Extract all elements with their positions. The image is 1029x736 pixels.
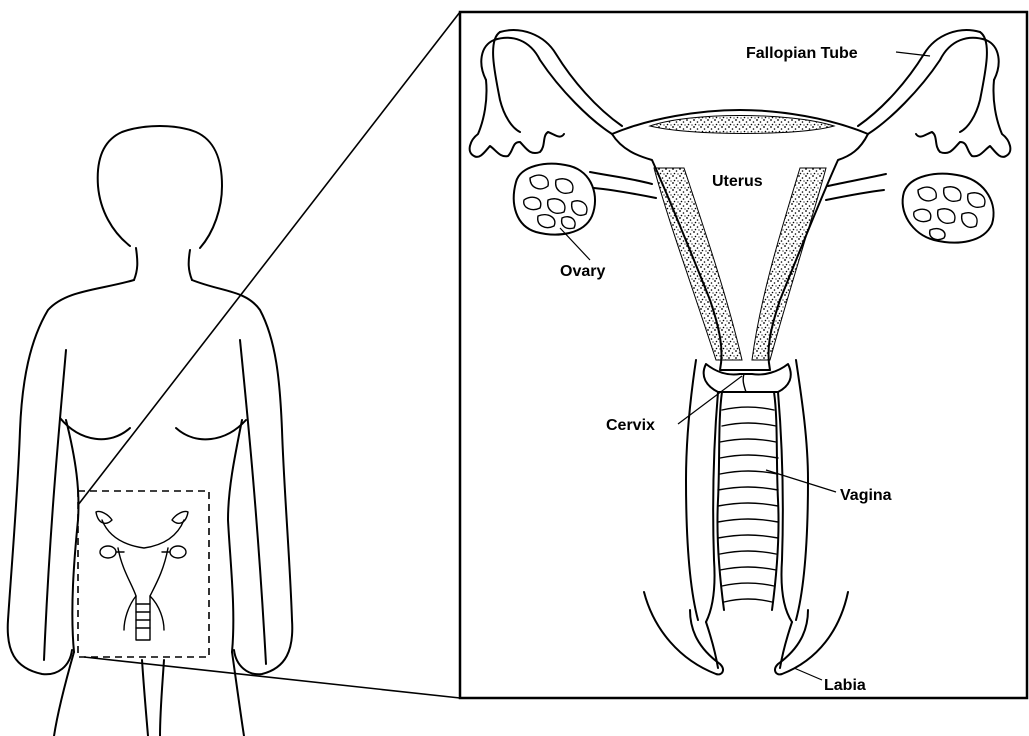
fallopian-tube-label: Fallopian Tube [746,45,858,62]
left-ovary [514,164,595,235]
zoom-connector-bottom [84,657,460,698]
cervix-label: Cervix [606,417,655,434]
uterus-label: Uterus [712,173,763,190]
small-uterus-thumbnail [96,511,188,640]
vagina-label: Vagina [840,487,892,504]
labia-label: Labia [824,677,866,694]
body-silhouette [8,126,293,736]
ovary-label: Ovary [560,263,605,280]
zoom-connector-top [78,12,460,505]
label-uterus: Uterus [712,173,763,190]
